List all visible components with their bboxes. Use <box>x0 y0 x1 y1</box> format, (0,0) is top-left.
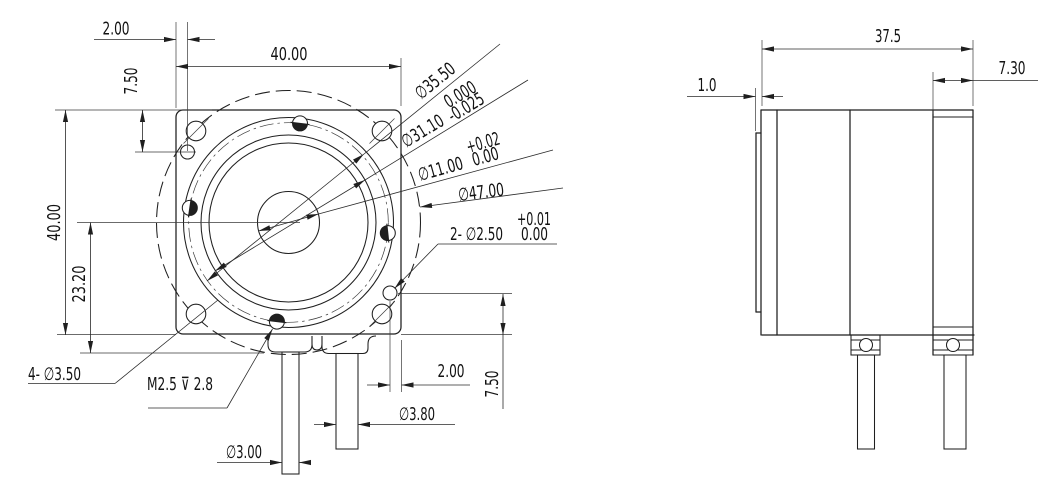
dowel-hole-bottom-right <box>382 285 398 301</box>
side-extension-lines <box>755 40 974 131</box>
dim-pin-drop-top: 7.50 <box>121 68 142 95</box>
leader-tapped-hole <box>226 328 273 409</box>
m25-screws <box>181 115 396 330</box>
screw-left <box>181 198 198 218</box>
terminal-block-rear-hole <box>945 337 961 353</box>
dim-pin-offset-top: 2.00 <box>103 19 130 40</box>
label-corner-holes: 4- ∅3.50 <box>28 364 81 385</box>
screw-right <box>379 223 396 243</box>
dim-terminal-small: ∅3.00 <box>226 442 262 463</box>
dim-overall-length: 37.5 <box>875 26 901 47</box>
connector-tub <box>267 336 313 353</box>
side-view: 37.5 7.30 1.0 <box>687 26 1038 450</box>
screw-bottom <box>267 313 287 330</box>
front-leader-lines <box>28 43 564 409</box>
dim-pilot-boss: 1.0 <box>698 75 717 96</box>
callout-dowel-tol-lower: 0.00 <box>521 224 548 245</box>
dim-plate-height: 40.00 <box>44 204 65 241</box>
front-view: 2.00 40.00 7.50 40.00 23.20 4- ∅3.50 M2.… <box>28 19 564 475</box>
terminal-pin-small <box>281 351 300 475</box>
front-callout-texts: ∅35.50 ∅31.10 0.000 -0.025 ∅11.00 +0.02 … <box>398 59 551 245</box>
terminal-pin-large <box>335 352 359 450</box>
front-dimension-lines <box>62 36 506 466</box>
dim-pin-drop-bottom: 7.50 <box>482 371 503 398</box>
mount-hole-bottom-left <box>185 303 207 325</box>
corner-mounting-holes <box>183 118 395 327</box>
terminal-block-front-hole <box>858 337 874 353</box>
dim-center-to-base: 23.20 <box>69 266 90 303</box>
screw-top <box>290 115 310 132</box>
dim-rear-section: 7.30 <box>999 58 1026 79</box>
leader-dowel <box>394 243 439 289</box>
pilot-boss-edge <box>755 132 762 313</box>
connector-rib <box>311 336 323 351</box>
side-dimension-lines <box>687 46 1038 100</box>
flange-plate-outline <box>175 109 402 335</box>
bottom-protrusion <box>267 335 377 475</box>
side-pin-large <box>943 354 967 450</box>
leader-bore <box>258 213 319 232</box>
callout-max-body: ∅47.00 <box>457 180 505 206</box>
front-dimension-texts: 2.00 40.00 7.50 40.00 23.20 4- ∅3.50 M2.… <box>28 19 503 464</box>
callout-spigot: ∅31.10 <box>398 111 448 153</box>
body-max-circle-dashed <box>155 89 422 356</box>
leader-max-body <box>419 187 564 208</box>
callout-dowel-tol-upper: +0.01 <box>517 209 551 230</box>
side-body-outline <box>755 109 975 356</box>
connector-ledge <box>321 335 377 355</box>
leader-spigot <box>214 179 366 272</box>
side-dimension-texts: 37.5 7.30 1.0 <box>698 26 1026 96</box>
side-terminal-blocks <box>850 334 973 450</box>
dim-terminal-large: ∅3.80 <box>399 404 435 425</box>
hole-slash-top-right <box>369 118 395 144</box>
label-tapped-hole: M2.5 ⊽ 2.8 <box>147 374 213 395</box>
side-pin-small <box>856 354 876 450</box>
callout-dowel-holes: 2- ∅2.50 <box>450 224 503 245</box>
dim-pin-offset-bottom: 2.00 <box>438 361 465 382</box>
dim-plate-width: 40.00 <box>271 44 308 65</box>
leader-corner-holes <box>114 299 219 384</box>
